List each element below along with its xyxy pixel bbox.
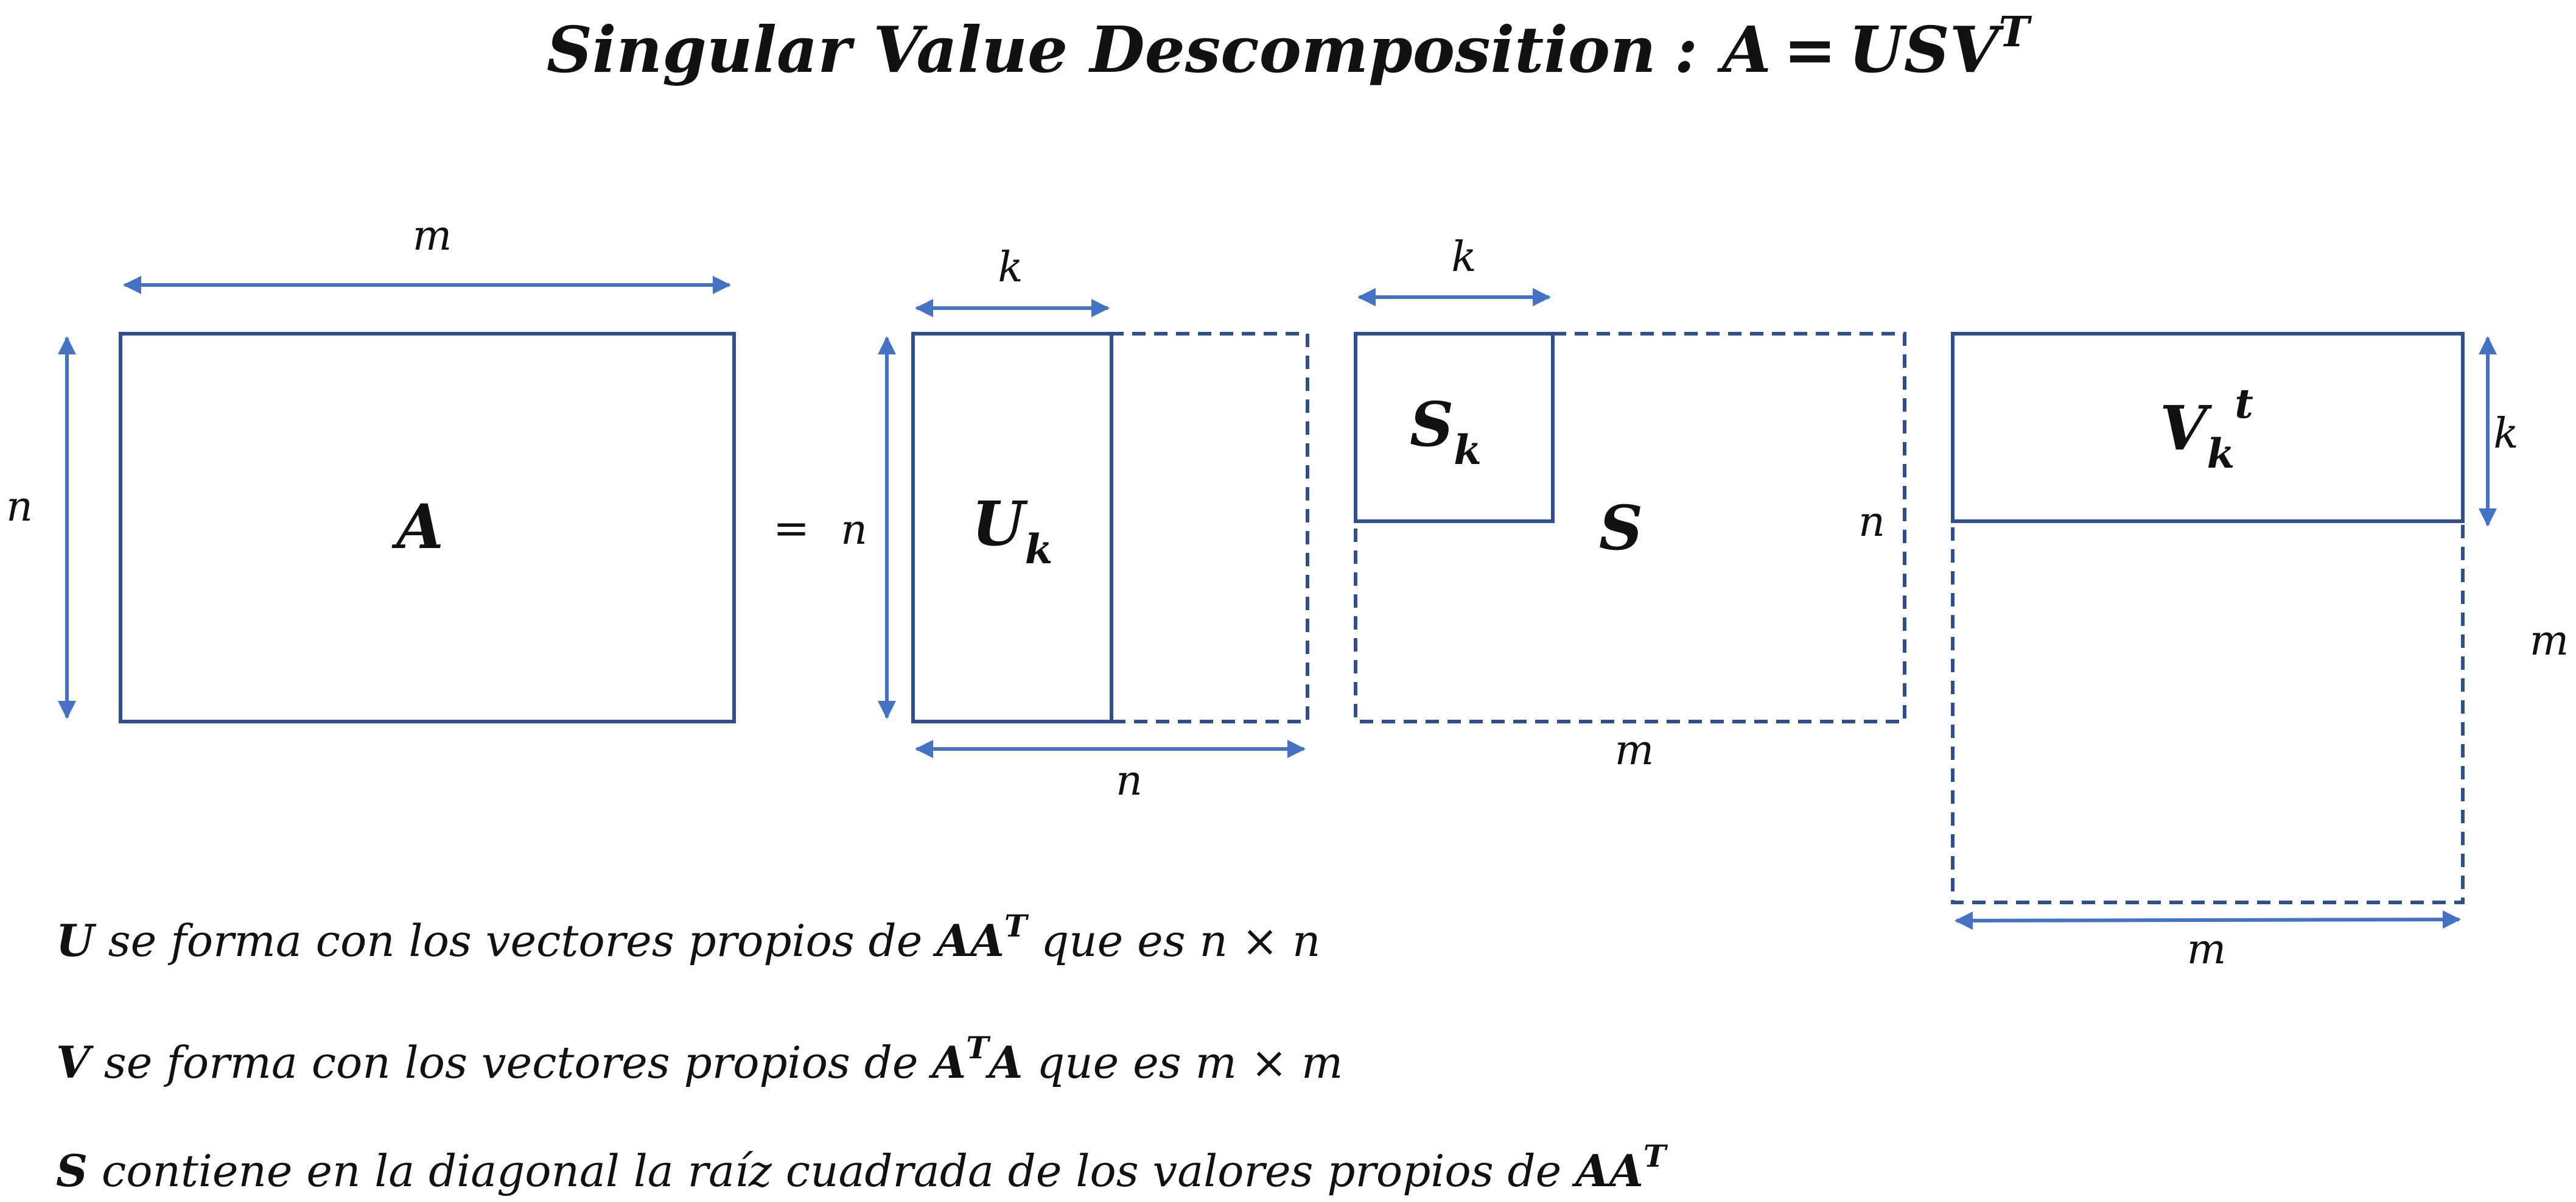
- v-width-label: m: [2187, 926, 2226, 974]
- matrix-vkt-box: [1951, 332, 2465, 523]
- note-v-symbol: V: [56, 1036, 94, 1088]
- note-s-superscript: T: [1643, 1138, 1668, 1174]
- sk-base: S: [1410, 388, 1454, 460]
- a-height-label: n: [6, 483, 33, 531]
- a-width-label: m: [413, 212, 452, 260]
- matrix-a-label: A: [391, 491, 444, 563]
- note-v-superscript: T: [966, 1030, 991, 1066]
- v-height-label: m: [2530, 617, 2569, 665]
- vkt-subscript: k: [2207, 430, 2235, 477]
- sk-width-label: k: [1451, 233, 1476, 281]
- title-formula-rhs: USV: [1849, 12, 2004, 87]
- note-u-symbol: U: [56, 915, 97, 966]
- matrix-s-dashed-box: [1354, 332, 1906, 723]
- note-u-tail: que es n × n: [1027, 915, 1320, 966]
- note-u-matrix: AA: [933, 915, 1004, 966]
- uk-width-label: k: [998, 244, 1023, 292]
- vkt-base: V: [2160, 392, 2213, 464]
- note-v-matrix: A: [928, 1036, 966, 1088]
- v-width-arrow: [1955, 910, 2461, 930]
- title-formula-sup: T: [1998, 8, 2032, 57]
- diagram-title: Singular Value Descomposition: A=USVT: [547, 8, 2032, 87]
- note-u-superscript: T: [1004, 908, 1029, 944]
- matrix-s-label: S: [1599, 492, 1643, 564]
- note-v-text: se forma con los vectores propios de: [90, 1037, 932, 1088]
- title-text: Singular Value Descomposition: [547, 12, 1656, 87]
- vkt-height-label: k: [2493, 410, 2518, 458]
- note-v: V se forma con los vectores propios de A…: [56, 1030, 1343, 1088]
- note-u: U se forma con los vectores propios de A…: [56, 908, 1320, 966]
- note-v-tail: que es m × m: [1023, 1037, 1343, 1088]
- matrix-vkt-label: Vkt: [2160, 380, 2253, 477]
- uk-height-label: n: [841, 506, 867, 554]
- matrix-sk-label: Sk: [1410, 388, 1482, 474]
- matrix-uk-label: Uk: [972, 488, 1053, 573]
- note-s-matrix: AA: [1572, 1145, 1643, 1197]
- vkt-superscript: t: [2235, 380, 2253, 427]
- uk-subscript: k: [1025, 525, 1053, 573]
- note-s: S contiene en la diagonal la raíz cuadra…: [56, 1138, 1668, 1197]
- note-u-text: se forma con los vectores propios de: [94, 915, 936, 966]
- u-width-label: n: [1116, 757, 1143, 805]
- matrix-sk-box: [1354, 332, 1555, 523]
- equals-sign: =: [773, 502, 810, 554]
- title-equals: =: [1783, 12, 1836, 87]
- matrix-a-box: [119, 332, 736, 723]
- note-s-symbol: S: [56, 1145, 88, 1197]
- note-s-text: contiene en la diagonal la raíz cuadrada…: [88, 1145, 1575, 1197]
- note-v-matrix-2: A: [985, 1036, 1023, 1088]
- sk-subscript: k: [1454, 426, 1482, 474]
- s-height-label: n: [1858, 498, 1885, 546]
- matrix-uk-box: [911, 332, 1113, 723]
- matrix-v-dashed-box: [1951, 332, 2465, 904]
- uk-base: U: [972, 488, 1029, 560]
- title-separator: :: [1675, 12, 1698, 87]
- title-formula-lhs: A: [1717, 12, 1771, 87]
- s-width-label: m: [1615, 726, 1654, 775]
